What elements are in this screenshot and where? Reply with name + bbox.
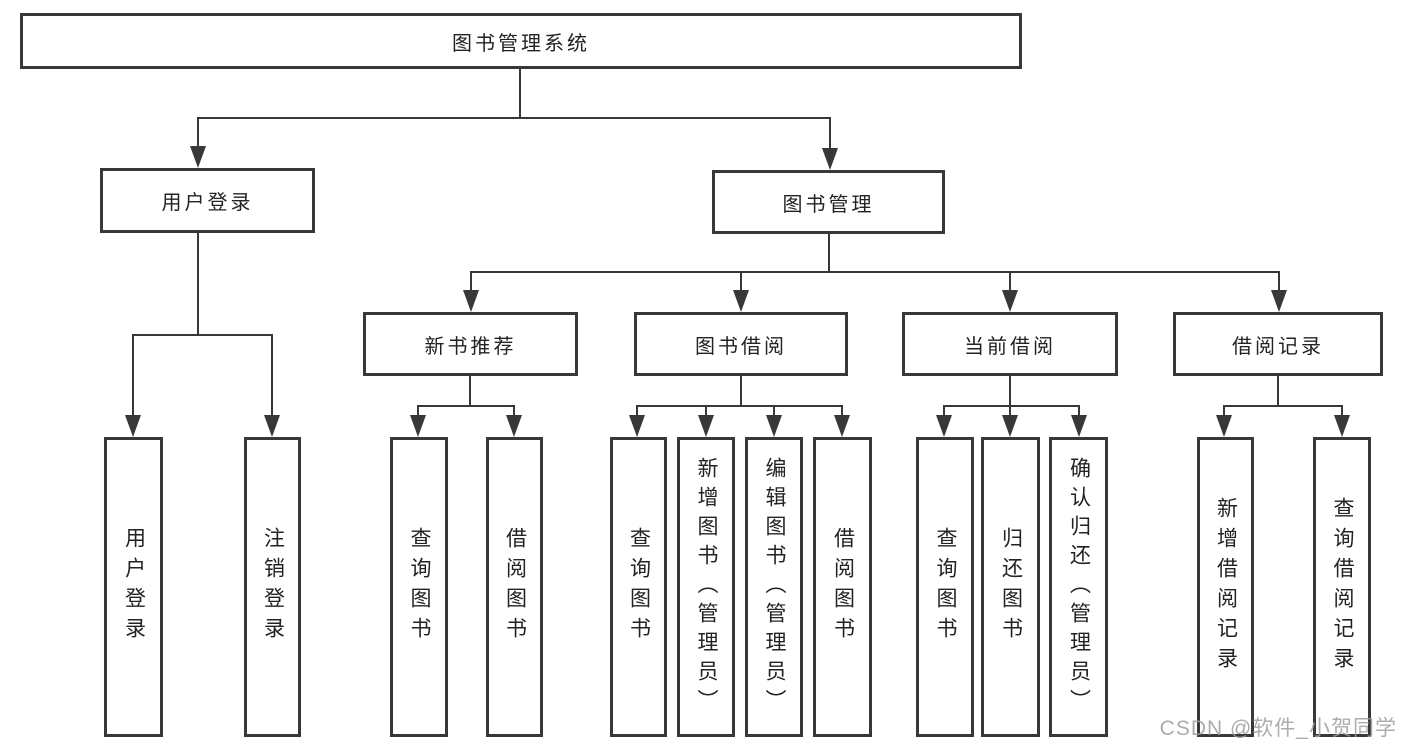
connector-line [943,405,945,416]
arrow-down-icon [264,415,280,437]
connector-line [417,405,515,407]
connector-line [417,405,419,416]
arrow-down-icon [936,415,952,437]
connector-line [705,405,707,416]
connector-line [197,117,831,119]
leaf-query-book-current: 查询图书 [916,437,974,737]
connector-line [132,334,273,336]
connector-line [740,271,742,291]
arrow-down-icon [410,415,426,437]
connector-line [1277,376,1279,405]
arrow-down-icon [629,415,645,437]
connector-line [132,334,134,416]
leaf-user-login: 用户登录 [104,437,163,737]
connector-line [773,405,775,416]
leaf-query-borrow-record: 查询借阅记录 [1313,437,1371,737]
connector-line [1009,405,1011,416]
arrow-down-icon [822,148,838,170]
leaf-borrow-book: 借阅图书 [813,437,872,737]
connector-line [636,405,843,407]
connector-line [470,271,1280,273]
leaf-add-book-admin: 新增图书（管理员） [677,437,735,737]
connector-line [829,117,831,148]
node-borrow-record: 借阅记录 [1173,312,1383,376]
connector-line [197,233,199,334]
csdn-watermark: CSDN @软件_小贺同学 [1159,717,1397,740]
leaf-query-book-recommend: 查询图书 [390,437,448,737]
connector-line [469,376,471,405]
arrow-down-icon [125,415,141,437]
connector-line [470,271,472,291]
leaf-edit-book-admin: 编辑图书（管理员） [745,437,803,737]
arrow-down-icon [766,415,782,437]
connector-line [519,69,521,117]
connector-line [271,334,273,416]
leaf-query-book-borrow: 查询图书 [610,437,667,737]
node-book-management: 图书管理 [712,170,945,234]
arrow-down-icon [698,415,714,437]
connector-line [1341,405,1343,416]
leaf-borrow-book-recommend: 借阅图书 [486,437,543,737]
node-user-login: 用户登录 [100,168,315,233]
arrow-down-icon [1071,415,1087,437]
arrow-down-icon [834,415,850,437]
leaf-logout: 注销登录 [244,437,301,737]
connector-line [1078,405,1080,416]
node-current-borrow: 当前借阅 [902,312,1118,376]
connector-line [1009,271,1011,291]
connector-line [197,117,199,147]
arrow-down-icon [1002,415,1018,437]
node-book-borrow: 图书借阅 [634,312,848,376]
connector-line [943,405,1080,407]
connector-line [513,405,515,416]
leaf-confirm-return-admin: 确认归还（管理员） [1049,437,1108,737]
leaf-add-borrow-record: 新增借阅记录 [1197,437,1254,737]
connector-line [740,376,742,405]
connector-line [841,405,843,416]
arrow-down-icon [463,290,479,312]
connector-line [1223,405,1225,416]
arrow-down-icon [190,146,206,168]
arrow-down-icon [1271,290,1287,312]
connector-line [1223,405,1343,407]
node-library-management-system: 图书管理系统 [20,13,1022,69]
arrow-down-icon [1002,290,1018,312]
arrow-down-icon [1334,415,1350,437]
connector-line [1009,376,1011,405]
arrow-down-icon [1216,415,1232,437]
leaf-return-book: 归还图书 [981,437,1040,737]
connector-line [828,234,830,271]
node-new-book-recommend: 新书推荐 [363,312,578,376]
connector-line [636,405,638,416]
connector-line [1278,271,1280,291]
arrow-down-icon [506,415,522,437]
arrow-down-icon [733,290,749,312]
